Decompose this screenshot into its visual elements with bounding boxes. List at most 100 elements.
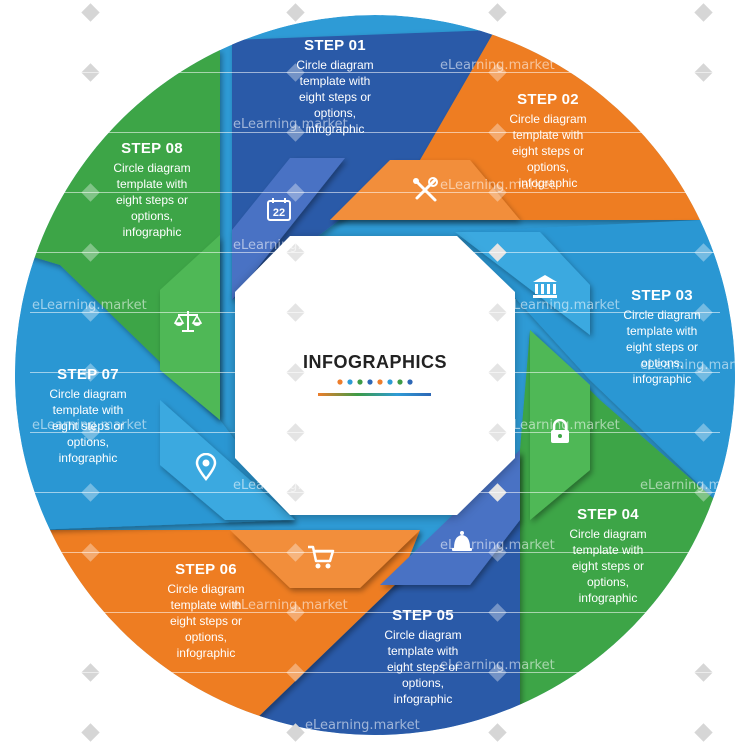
step-03-line-2: template with <box>626 324 698 338</box>
step-06-line-1: Circle diagram <box>167 582 245 596</box>
step-04: STEP 04 Circle diagram template with eig… <box>528 506 688 606</box>
step-02-line-2: template with <box>512 128 584 142</box>
watermark-text: eLearning.market <box>233 598 348 613</box>
scales-icon <box>170 303 206 339</box>
bank-icon <box>527 268 563 304</box>
step-08-title: STEP 08 <box>121 140 183 157</box>
watermark-text: eLearning.market <box>640 358 750 373</box>
step-06-line-4: options, <box>184 630 228 644</box>
step-04-line-1: Circle diagram <box>569 527 647 541</box>
center-dot <box>387 379 393 385</box>
watermark-text: eLearning.market <box>233 478 348 493</box>
step-07: STEP 07 Circle diagram template with eig… <box>8 366 168 466</box>
step-04-line-3: eight steps or <box>571 559 645 573</box>
step-08: STEP 08 Circle diagram template with eig… <box>72 140 232 240</box>
inner-tab-08 <box>160 235 220 420</box>
step-05-line-1: Circle diagram <box>384 628 462 642</box>
step-07-line-5: infographic <box>58 451 118 465</box>
center-dot <box>347 379 353 385</box>
step-04-line-5: infographic <box>578 591 638 605</box>
center-dot <box>377 379 383 385</box>
step-06: STEP 06 Circle diagram template with eig… <box>126 561 286 661</box>
tools-icon <box>407 172 443 208</box>
watermark-line <box>30 192 720 193</box>
watermark-line <box>30 552 720 553</box>
step-04-line-4: options, <box>586 575 630 589</box>
lock-icon <box>542 414 578 450</box>
step-02: STEP 02 Circle diagram template with eig… <box>468 91 628 191</box>
watermark-line <box>30 372 720 373</box>
step-07-line-1: Circle diagram <box>49 387 127 401</box>
watermark-line <box>30 672 720 673</box>
step-05-line-2: template with <box>387 644 459 658</box>
calendar-icon-text: 22 <box>273 207 285 219</box>
step-01-line-2: template with <box>299 74 371 88</box>
step-05-line-4: options, <box>401 676 445 690</box>
center-dots <box>337 379 413 385</box>
step-03: STEP 03 Circle diagram template with eig… <box>582 287 742 387</box>
inner-tab-07 <box>160 400 295 520</box>
watermark-line <box>30 612 720 613</box>
step-03-line-5: infographic <box>632 372 692 386</box>
bell-icon <box>444 524 480 560</box>
watermark-text: eLearning.market <box>440 178 555 193</box>
watermark-text: eLearning.market <box>505 298 620 313</box>
watermark-line <box>30 312 720 313</box>
step-08-line-4: options, <box>130 209 174 223</box>
step-06-line-3: eight steps or <box>169 614 243 628</box>
step-06-line-2: template with <box>170 598 242 612</box>
center-title: INFOGRAPHICS <box>302 352 447 372</box>
step-01-desc: Circle diagram template with eight steps… <box>255 57 415 137</box>
step-07-line-2: template with <box>52 403 124 417</box>
watermark-line <box>30 492 720 493</box>
step-01-title: STEP 01 <box>304 37 366 54</box>
watermark-text: eLearning.market <box>440 58 555 73</box>
watermark-line <box>30 132 720 133</box>
step-08-line-5: infographic <box>122 225 182 239</box>
step-04-title: STEP 04 <box>577 506 639 523</box>
center-dot <box>337 379 343 385</box>
watermark-text: eLearning.market <box>505 418 620 433</box>
watermark-text: eLearning.market <box>233 117 348 132</box>
location-pin-icon <box>188 449 224 485</box>
center-dot <box>397 379 403 385</box>
step-01-line-5: infographic <box>305 122 365 136</box>
step-02-title: STEP 02 <box>517 91 579 108</box>
segment-step-03 <box>455 220 735 500</box>
step-07-line-3: eight steps or <box>51 419 125 433</box>
inner-tab-06 <box>230 530 420 588</box>
step-05-desc: Circle diagram template with eight steps… <box>343 627 503 707</box>
watermark-line <box>30 72 720 73</box>
step-03-line-1: Circle diagram <box>623 308 701 322</box>
step-01: STEP 01 Circle diagram template with eig… <box>255 37 415 137</box>
step-03-title: STEP 03 <box>631 287 693 304</box>
inner-tab-03 <box>455 232 590 335</box>
center-dot <box>357 379 363 385</box>
step-03-line-4: options, <box>640 356 684 370</box>
watermark-line <box>30 432 720 433</box>
step-08-desc: Circle diagram template with eight steps… <box>72 160 232 240</box>
watermark-text: eLearning.market <box>440 658 555 673</box>
step-02-line-3: eight steps or <box>511 144 585 158</box>
step-08-line-3: eight steps or <box>115 193 189 207</box>
calendar-icon: 22 <box>261 191 297 227</box>
step-06-title: STEP 06 <box>175 561 237 578</box>
center-octagon <box>235 236 515 515</box>
step-05: STEP 05 Circle diagram template with eig… <box>343 607 503 707</box>
step-07-desc: Circle diagram template with eight steps… <box>8 386 168 466</box>
step-02-line-1: Circle diagram <box>509 112 587 126</box>
center-dot <box>367 379 373 385</box>
step-01-line-1: Circle diagram <box>296 58 374 72</box>
step-03-line-3: eight steps or <box>625 340 699 354</box>
watermark-line <box>30 252 720 253</box>
watermark-text: eLearning.market <box>305 718 420 733</box>
step-08-line-2: template with <box>116 177 188 191</box>
step-07-line-4: options, <box>66 435 110 449</box>
step-05-line-5: infographic <box>393 692 453 706</box>
inner-tab-04 <box>530 330 590 520</box>
step-04-desc: Circle diagram template with eight steps… <box>528 526 688 606</box>
watermark-text: eLearning.market <box>233 238 348 253</box>
cart-icon <box>303 539 339 575</box>
step-02-line-4: options, <box>526 160 570 174</box>
